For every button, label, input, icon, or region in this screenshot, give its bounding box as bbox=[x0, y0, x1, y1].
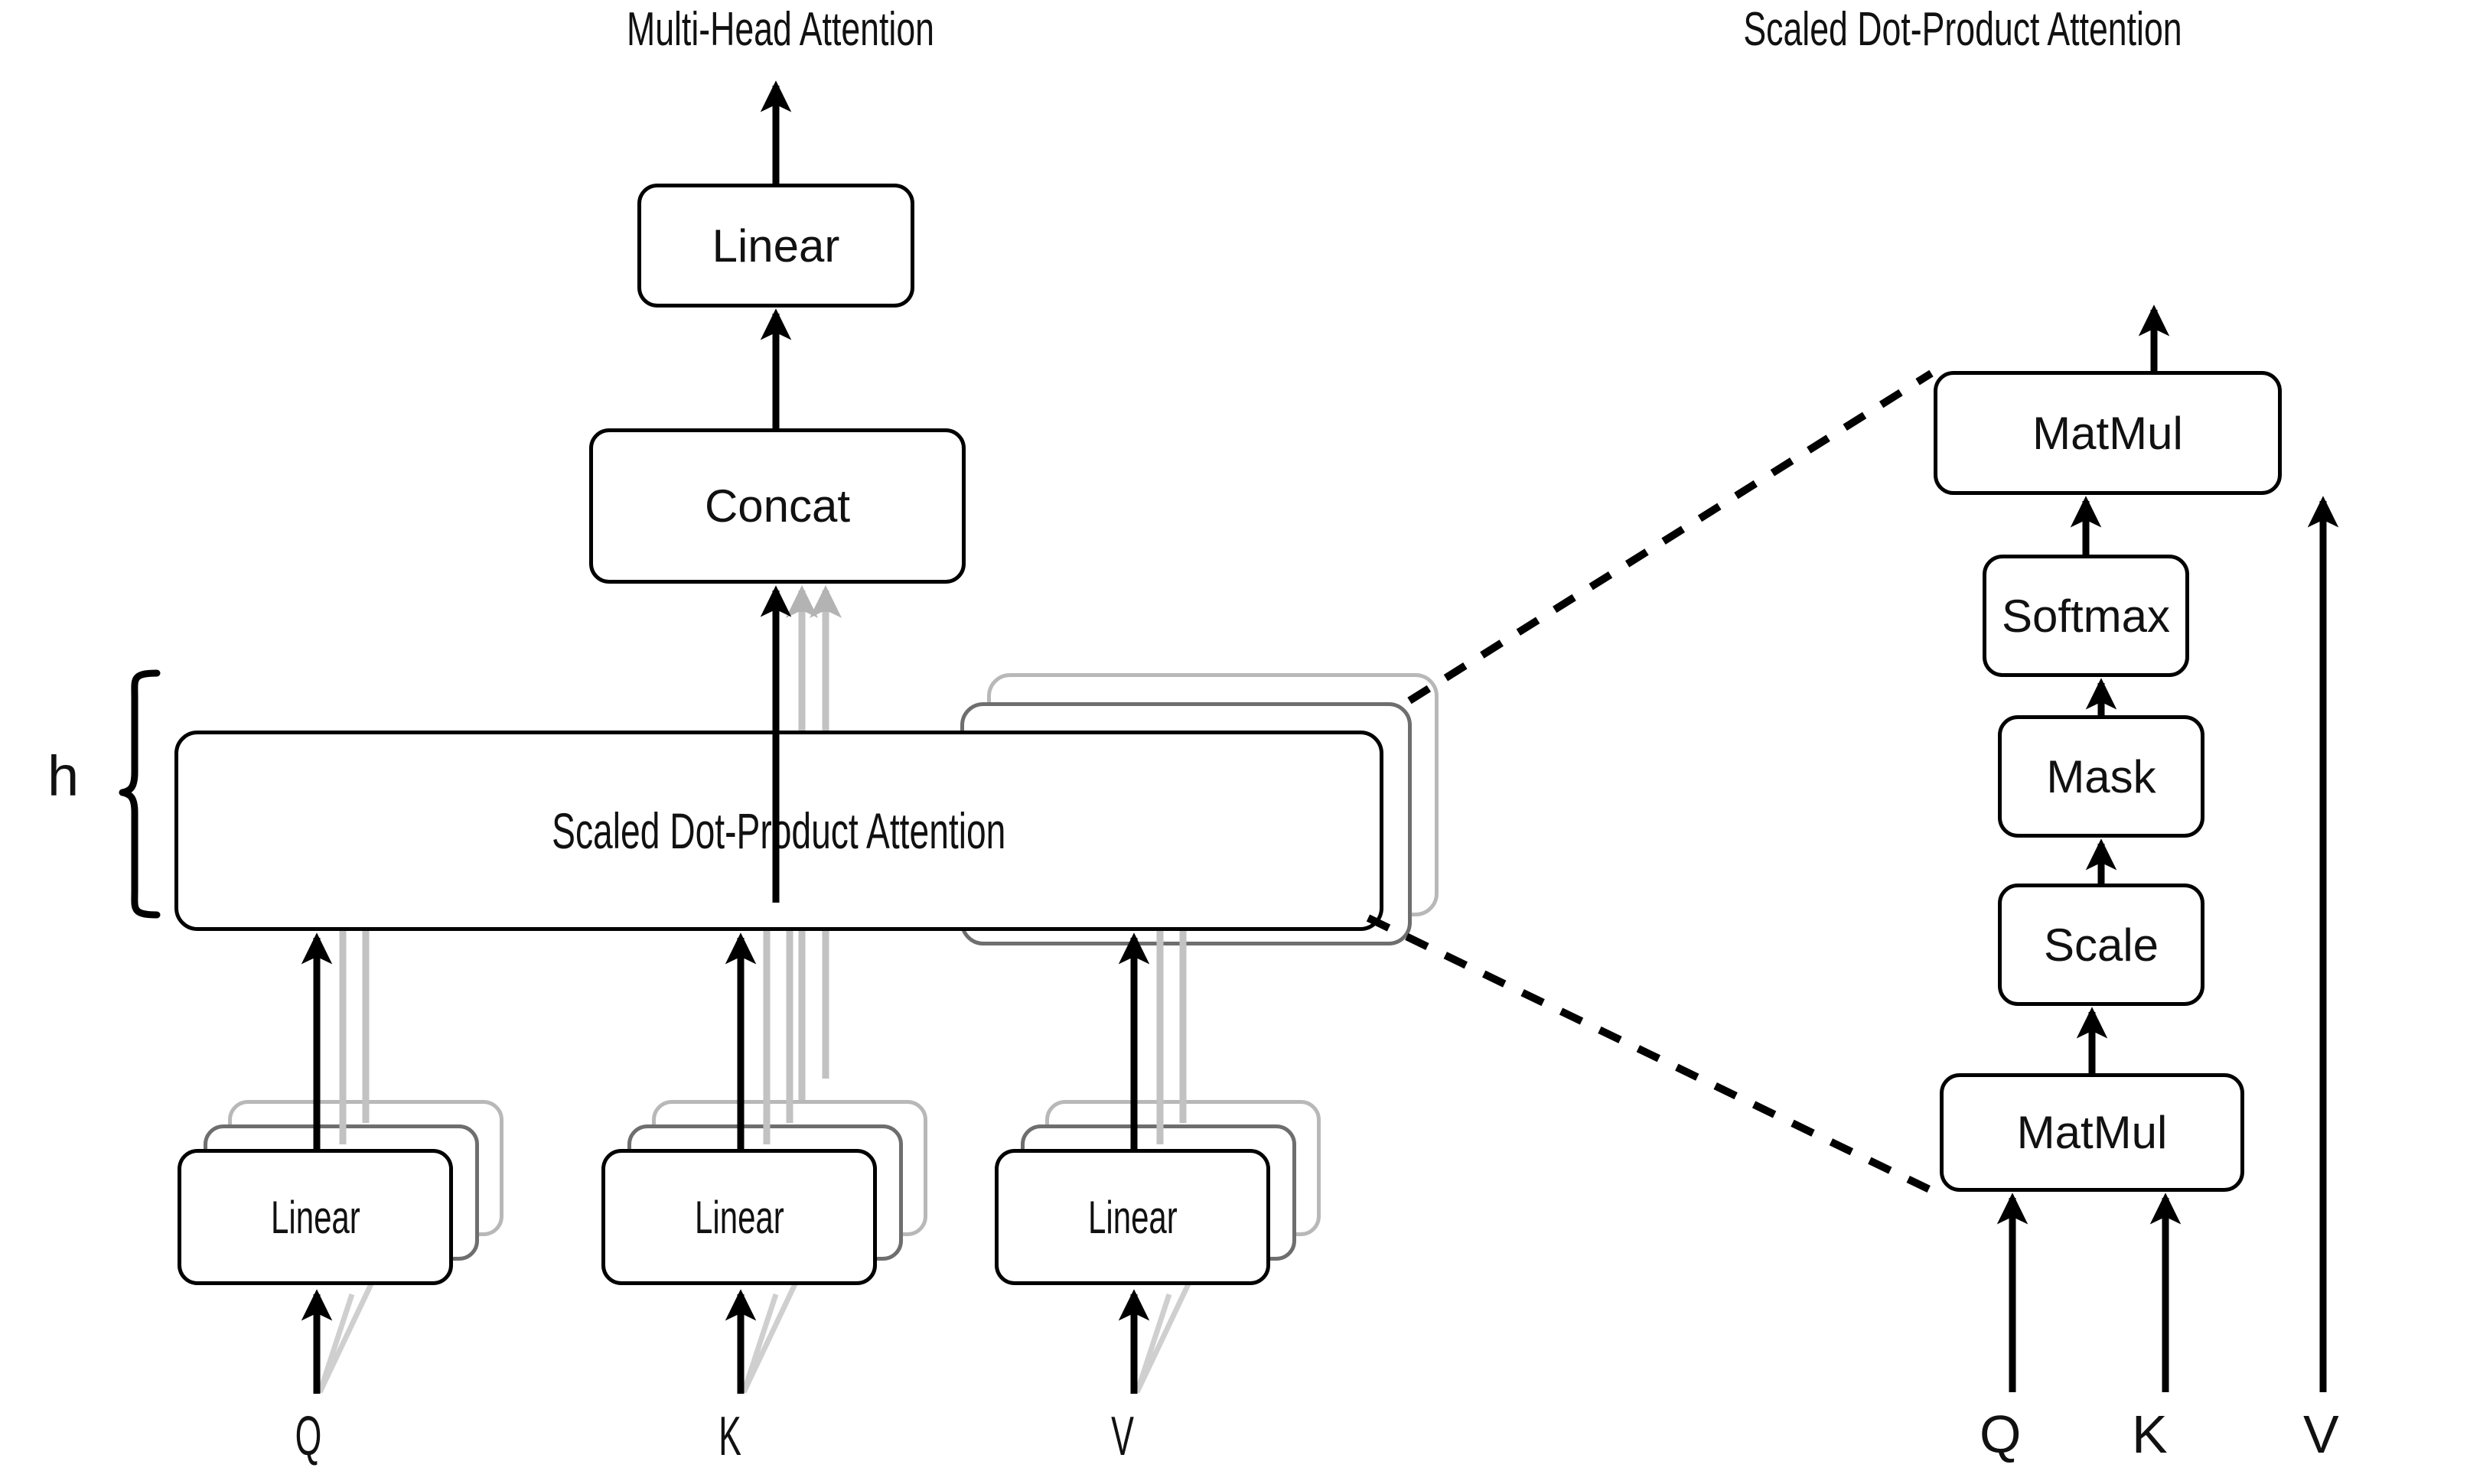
right-input-k-label: K bbox=[2132, 1404, 2168, 1464]
left-input-k-label: K bbox=[719, 1406, 741, 1467]
projection-k-label: Linear bbox=[694, 1191, 784, 1243]
projection-q-box-front[interactable]: Linear bbox=[178, 1149, 453, 1285]
right-input-q-label: Q bbox=[1980, 1404, 2022, 1464]
left-panel-title: Multi-Head Attention bbox=[627, 3, 934, 56]
right-panel-title: Scaled Dot-Product Attention bbox=[1743, 3, 2182, 56]
attention-head-box-front[interactable]: Scaled Dot-Product Attention bbox=[174, 731, 1383, 931]
left-input-q-label: Q bbox=[295, 1406, 322, 1467]
matmul-bottom-box[interactable]: MatMul bbox=[1940, 1073, 2244, 1192]
output-linear-box[interactable]: Linear bbox=[637, 184, 914, 308]
projection-q-label: Linear bbox=[270, 1191, 360, 1243]
softmax-box[interactable]: Softmax bbox=[1983, 555, 2189, 677]
matmul-top-box[interactable]: MatMul bbox=[1934, 371, 2282, 495]
scale-box[interactable]: Scale bbox=[1998, 884, 2204, 1006]
attention-head-label: Scaled Dot-Product Attention bbox=[552, 802, 1006, 859]
head-count-label: h bbox=[47, 744, 80, 808]
left-input-v-label: V bbox=[1111, 1406, 1134, 1467]
projection-v-box-front[interactable]: Linear bbox=[995, 1149, 1270, 1285]
projection-v-label: Linear bbox=[1087, 1191, 1178, 1243]
projection-k-box-front[interactable]: Linear bbox=[601, 1149, 877, 1285]
mask-box[interactable]: Mask bbox=[1998, 715, 2204, 838]
concat-box[interactable]: Concat bbox=[589, 428, 966, 584]
right-input-v-label: V bbox=[2303, 1404, 2339, 1464]
